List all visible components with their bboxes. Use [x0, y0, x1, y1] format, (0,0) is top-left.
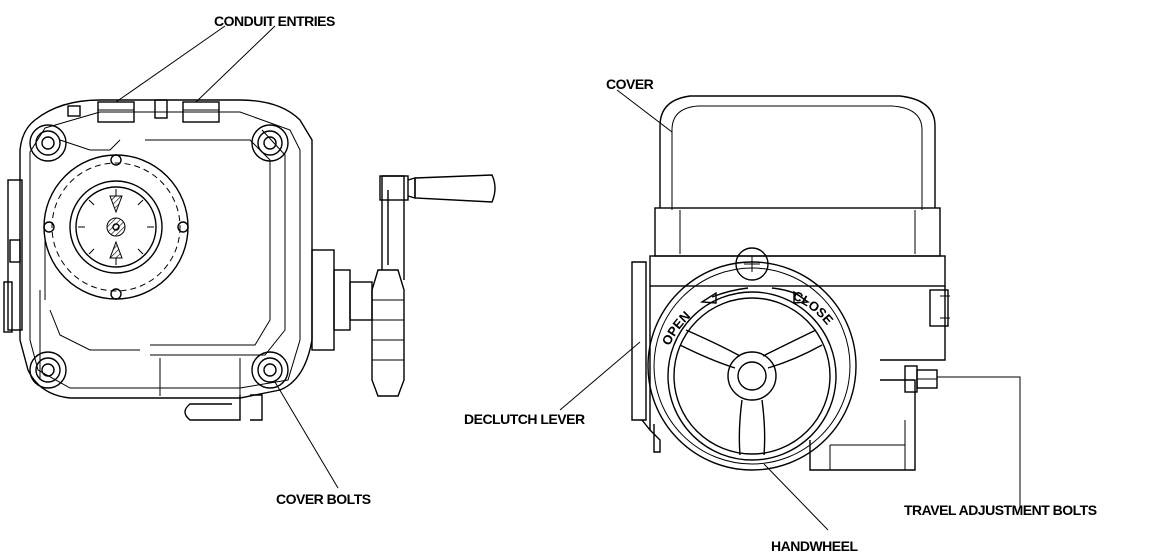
cover-bolt	[29, 124, 67, 162]
cover-bolt	[251, 351, 289, 389]
label-handwheel: HANDWHEEL	[771, 538, 858, 554]
front-view	[3, 99, 496, 421]
close-label: CLOSE	[791, 288, 837, 328]
label-travel-adjustment-bolts: TRAVEL ADJUSTMENT BOLTS	[904, 502, 1097, 518]
travel-adjustment-bolt	[904, 365, 938, 393]
conduit-entry	[182, 101, 220, 123]
cover-bolt	[29, 351, 67, 389]
handwheel	[647, 261, 857, 471]
label-cover: COVER	[606, 76, 654, 92]
cover-bolt	[251, 124, 289, 162]
leader-lines	[115, 25, 1021, 531]
side-view: OPEN CLOSE	[631, 95, 950, 471]
label-declutch-lever: DECLUTCH LEVER	[464, 411, 585, 427]
label-cover-bolts: COVER BOLTS	[276, 491, 371, 507]
label-conduit-entries: CONDUIT ENTRIES	[214, 13, 335, 29]
